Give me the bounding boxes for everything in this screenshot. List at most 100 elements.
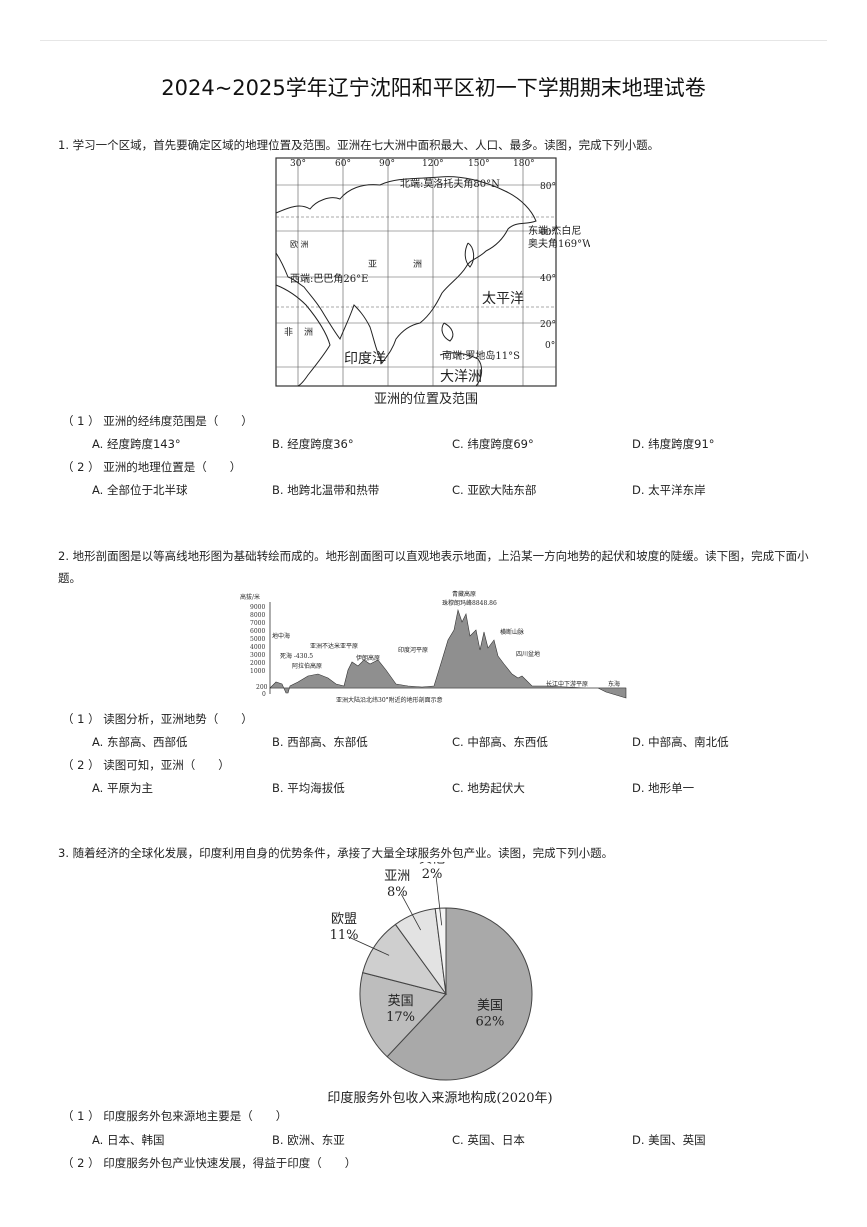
q2-s1-option-b[interactable]: B. 西部高、东部低 [272, 735, 368, 749]
q1-s2-option-a[interactable]: A. 全部位于北半球 [92, 483, 188, 497]
south-extreme-label: 南端:罗地岛11°S [442, 349, 520, 362]
map-caption: 亚洲的位置及范围 [374, 391, 478, 405]
pie-category-label-2: 欧盟 [331, 912, 357, 927]
pacific-label: 太平洋 [482, 291, 524, 307]
indian-ocean-label: 印度洋 [344, 351, 386, 367]
profile-caption: 亚洲大陆沿北纬30°附近的地形剖面示意 [336, 696, 443, 704]
north-extreme-label: 北端:莫洛托夫角80°N [400, 177, 500, 190]
y-tick: 0 [262, 691, 266, 698]
pie-leader-line-2 [347, 936, 390, 956]
y-tick: 4000 [250, 644, 265, 651]
q1-s1-option-b[interactable]: B. 经度跨度36° [272, 437, 354, 451]
q2-s2-option-c[interactable]: C. 地势起伏大 [452, 781, 525, 795]
lon-tick: 90° [379, 159, 395, 169]
oceania-label: 大洋洲 [440, 369, 482, 385]
q3-s1-option-d[interactable]: D. 美国、英国 [632, 1133, 706, 1147]
west-extreme-label: 西端:巴巴角26°E [290, 272, 368, 285]
africa-label-1: 非 [284, 326, 293, 338]
pie-category-label-0: 美国 [477, 998, 503, 1013]
label-arabian-plateau: 阿拉伯高原 [292, 662, 322, 670]
y-tick: 5000 [250, 636, 265, 643]
q1-sub2: （ 2 ） 亚洲的地理位置是（ ） [62, 460, 242, 474]
y-tick: 2000 [250, 660, 265, 667]
q1-s1-option-c[interactable]: C. 纬度跨度69° [452, 437, 534, 451]
east-extreme-label-1: 东端:杰白尼 [528, 224, 581, 237]
q3-s1-option-a[interactable]: A. 日本、韩国 [92, 1133, 165, 1147]
label-mediterranean: 地中海 [272, 632, 290, 640]
q1-s2-option-d[interactable]: D. 太平洋东岸 [632, 483, 706, 497]
q2-stem-line2: 题。 [58, 571, 81, 585]
pie-slice-0 [386, 907, 533, 1081]
asia-map: 30° 60° 90° 120° 150° 180° 80° 60° 40° 2… [275, 157, 590, 405]
lat-tick: 20° [540, 320, 556, 330]
label-mesopotamia: 亚洲不达米亚平原 [310, 642, 358, 650]
lat-tick: 0° [545, 341, 555, 351]
q2-sub1: （ 1 ） 读图分析，亚洲地势（ ） [62, 712, 253, 726]
label-hengduan: 横断山脉 [500, 628, 524, 636]
label-everest: 珠穆朗玛峰8848.86 [442, 599, 497, 607]
pie-category-label-4: 其他 [419, 862, 445, 866]
q1-s2-option-c[interactable]: C. 亚欧大陆东部 [452, 483, 537, 497]
europe-label: 欧 洲 [290, 239, 309, 249]
y-tick: 7000 [250, 620, 265, 627]
profile-ylabel: 高拔/米 [240, 593, 260, 601]
lat-tick: 80° [540, 182, 556, 192]
asia-label-1: 亚 [368, 259, 377, 270]
pie-value-label-1: 17% [386, 1010, 415, 1025]
q3-sub1: （ 1 ） 印度服务外包来源地主要是（ ） [62, 1109, 288, 1123]
q2-s1-option-a[interactable]: A. 东部高、西部低 [92, 735, 188, 749]
q1-s1-option-d[interactable]: D. 纬度跨度91° [632, 437, 715, 451]
pie-leader-line-3 [400, 893, 422, 931]
east-extreme-label-2: 奥夫角169°W [528, 237, 590, 250]
label-iranian-plateau: 伊朗高原 [356, 654, 380, 662]
y-tick: 6000 [250, 628, 265, 635]
q2-s2-option-a[interactable]: A. 平原为主 [92, 781, 153, 795]
pie-value-label-0: 62% [476, 1014, 505, 1029]
asia-label-2: 洲 [413, 259, 422, 270]
label-indus-plain: 印度河平原 [398, 646, 428, 654]
lat-tick: 40° [540, 274, 556, 284]
lon-tick: 30° [290, 159, 306, 169]
q2-s1-option-c[interactable]: C. 中部高、东西低 [452, 735, 548, 749]
page-title: 2024~2025学年辽宁沈阳和平区初一下学期期末地理试卷 [161, 76, 706, 100]
pie-slice-4 [434, 907, 447, 995]
q1-s2-option-b[interactable]: B. 地跨北温带和热带 [272, 483, 380, 497]
lat-tick: 60° [540, 228, 556, 238]
q2-sub2: （ 2 ） 读图可知，亚洲（ ） [62, 758, 230, 772]
pie-value-label-3: 8% [387, 885, 408, 900]
lon-tick: 150° [468, 159, 490, 169]
africa-label-2: 洲 [304, 327, 313, 338]
pie-category-label-1: 英国 [388, 994, 414, 1009]
pie-value-label-4: 2% [422, 867, 443, 882]
q3-sub2: （ 2 ） 印度服务外包产业快速发展，得益于印度（ ） [62, 1156, 357, 1170]
label-yangtze-plain: 长江中下游平原 [546, 680, 588, 688]
y-tick: 3000 [250, 652, 265, 659]
lon-tick: 120° [422, 159, 444, 169]
pie-value-label-2: 11% [330, 928, 359, 943]
label-tibetan-plateau: 青藏高原 [452, 590, 476, 598]
y-tick: 9000 [250, 604, 265, 611]
q2-s2-option-b[interactable]: B. 平均海拔低 [272, 781, 345, 795]
y-tick: 1000 [250, 668, 265, 675]
q1-s1-option-a[interactable]: A. 经度跨度143° [92, 437, 181, 451]
chart-title: 印度服务外包收入来源地构成(2020年) [327, 1090, 552, 1106]
q2-stem-line1: 2. 地形剖面图是以等高线地形图为基础转绘而成的。地形剖面图可以直观地表示地面，… [58, 549, 809, 563]
lon-tick: 60° [335, 159, 351, 169]
q2-s2-option-d[interactable]: D. 地形单一 [632, 781, 695, 795]
y-tick: 8000 [250, 612, 265, 619]
q3-stem: 3. 随着经济的全球化发展，印度利用自身的优势条件，承接了大量全球服务外包产业。… [58, 846, 614, 860]
label-dead-sea: 死海 -430.5 [280, 652, 313, 660]
q1-sub1: （ 1 ） 亚洲的经纬度范围是（ ） [62, 414, 253, 428]
terrain-profile: 高拔/米 9000 8000 7000 6000 5000 4000 3000 … [240, 590, 627, 704]
label-sichuan-basin: 四川盆地 [516, 650, 540, 658]
q2-s1-option-d[interactable]: D. 中部高、南北低 [632, 735, 729, 749]
q3-s1-option-c[interactable]: C. 英国、日本 [452, 1133, 525, 1147]
pie-leader-line-4 [435, 876, 443, 926]
label-east-sea: 东海 [608, 680, 620, 688]
top-divider [40, 40, 827, 41]
q3-s1-option-b[interactable]: B. 欧洲、东亚 [272, 1133, 345, 1147]
y-tick: 200 [256, 684, 268, 691]
q1-stem: 1. 学习一个区域，首先要确定区域的地理位置及范围。亚洲在七大洲中面积最大、人口… [58, 138, 660, 152]
pie-slice-1 [359, 972, 447, 1058]
